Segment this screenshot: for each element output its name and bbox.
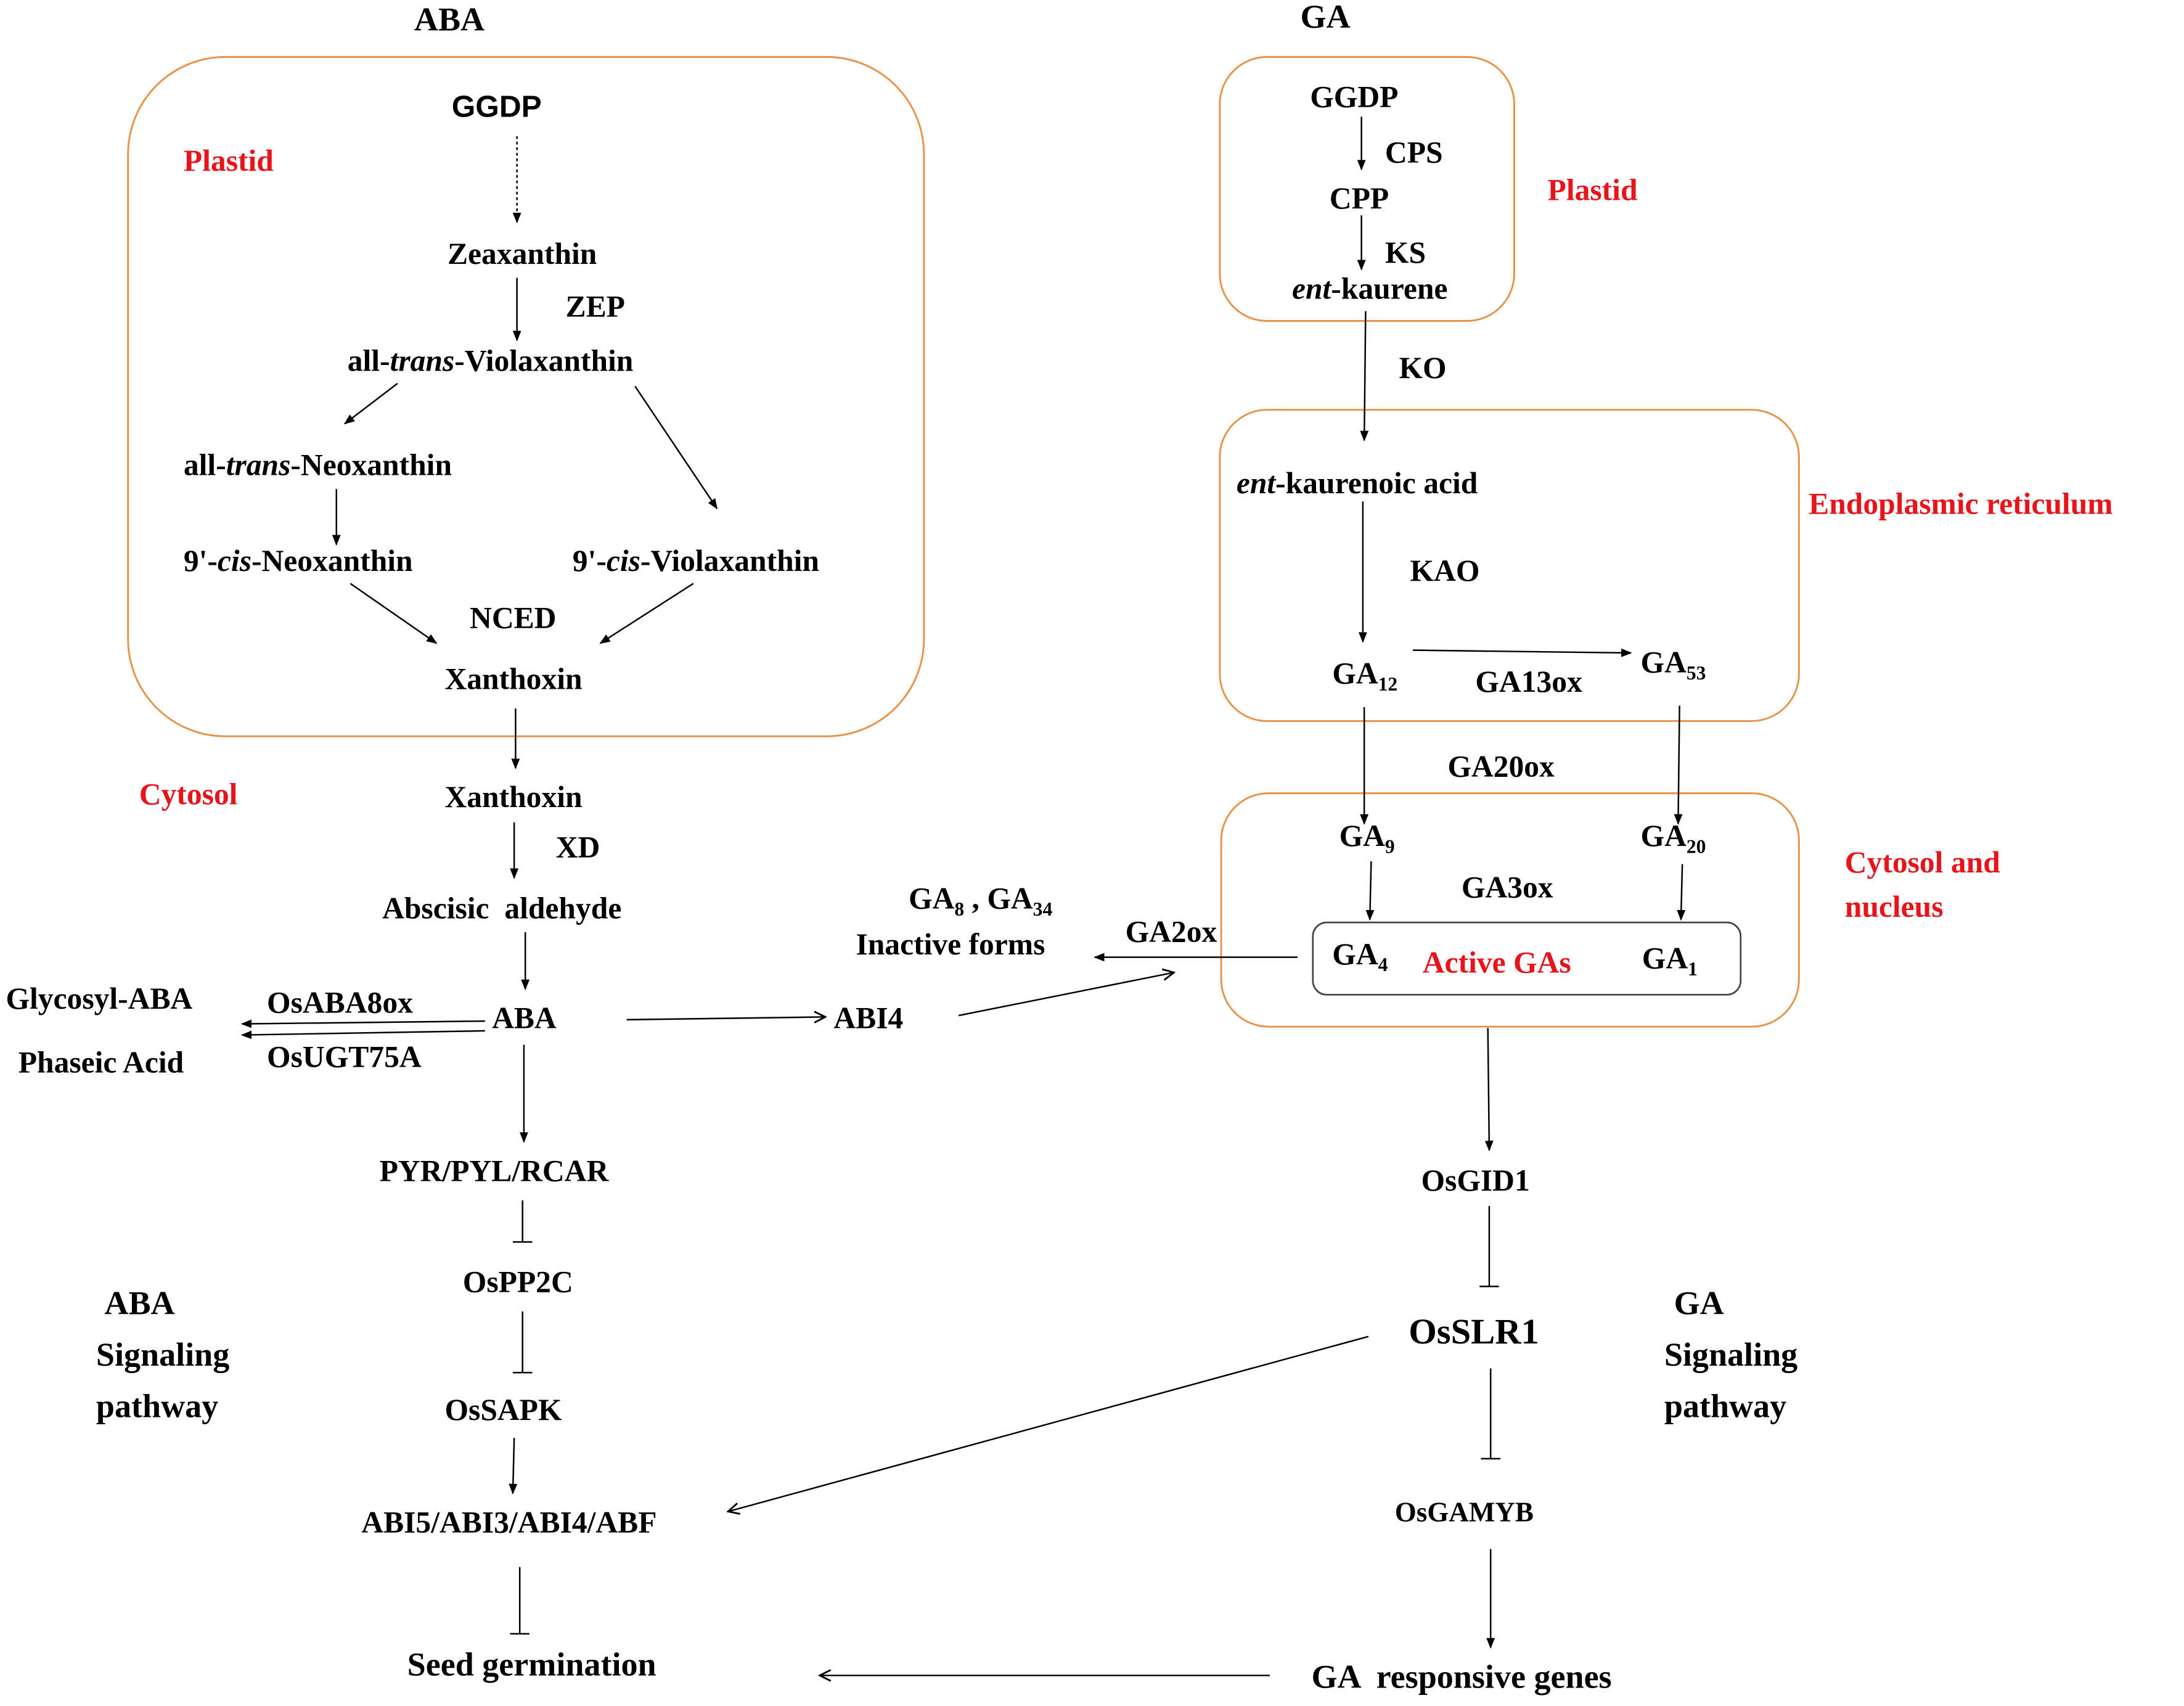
cpp: CPP	[1330, 181, 1389, 215]
ga20ox-enzyme: GA20ox	[1447, 750, 1555, 784]
aba-cytosol-label: Cytosol	[139, 777, 238, 811]
aba-compound: ABA	[492, 1001, 557, 1035]
zeaxanthin: Zeaxanthin	[448, 237, 597, 271]
ga-signaling-title-3: pathway	[1664, 1387, 1786, 1424]
arrow-ga9-ga4	[1365, 861, 1375, 921]
pyr-pyl-rcar: PYR/PYL/RCAR	[380, 1154, 610, 1187]
aba-ggdp: GGDP	[452, 89, 542, 123]
xd-enzyme: XD	[556, 830, 600, 864]
ga-signaling-title-2: Signaling	[1664, 1336, 1798, 1373]
active-gas-box	[1312, 921, 1742, 996]
ent-kaurene: ent-kaurene	[1292, 271, 1447, 305]
zep-enzyme: ZEP	[566, 290, 625, 324]
kao-enzyme: KAO	[1410, 554, 1479, 588]
ga20: GA20	[1641, 819, 1706, 857]
ga53: GA53	[1641, 646, 1706, 684]
active-gas-label: Active GAs	[1423, 945, 1571, 979]
arrow-ga20-ga1	[1677, 864, 1686, 921]
aba-signaling-title-1: ABA	[104, 1285, 174, 1322]
inactive-forms: Inactive forms	[856, 927, 1045, 961]
nced-enzyme: NCED	[470, 601, 556, 634]
9-cis-violaxanthin: 9'-cis-Violaxanthin	[573, 544, 819, 578]
aba-signaling-title-2: Signaling	[96, 1336, 229, 1373]
all-trans-violaxanthin: all-trans-Violaxanthin	[348, 344, 634, 378]
arrow-aba-glycosyl	[240, 1019, 485, 1028]
aba-plastid-label: Plastid	[184, 144, 274, 178]
ks-enzyme: KS	[1385, 236, 1426, 269]
arrow-kaurene-acid	[1360, 311, 1369, 442]
osgid1: OsGID1	[1421, 1163, 1530, 1197]
ga8-ga34: GA8 , GA34	[909, 882, 1052, 920]
arrow-active-gid1	[1484, 1028, 1494, 1152]
ga12: GA12	[1332, 657, 1397, 695]
ga13ox-enzyme: GA13ox	[1475, 665, 1582, 699]
glycosyl-aba: Glycosyl-ABA	[6, 982, 192, 1015]
ossapk: OsSAPK	[444, 1393, 562, 1427]
ko-enzyme: KO	[1399, 351, 1446, 385]
ga-cytosol-label-line2: nucleus	[1845, 890, 1944, 924]
arrow-sapk-abi5	[509, 1438, 518, 1495]
phaseic-acid: Phaseic Acid	[18, 1046, 184, 1080]
ga-responsive-genes: GA responsive genes	[1312, 1659, 1612, 1696]
arrow-aba-phaseic	[240, 1030, 485, 1040]
ga-cytosol-label-line1: Cytosol and	[1845, 845, 2000, 879]
ga-plastid-label: Plastid	[1548, 173, 1638, 207]
ga-er-box	[1219, 409, 1800, 722]
abscisic-aldehyde: Abscisic aldehyde	[382, 891, 621, 925]
arrow-slr1-abi5	[728, 1335, 1369, 1512]
ga2ox-enzyme: GA2ox	[1126, 915, 1217, 949]
ga4: GA4	[1332, 937, 1388, 975]
aba-header: ABA	[414, 1, 485, 38]
osslr1: OsSLR1	[1409, 1311, 1539, 1351]
ga-signaling-title-1: GA	[1674, 1285, 1724, 1322]
ospp2c: OsPP2C	[463, 1265, 573, 1299]
osaba8ox-enzyme: OsABA8ox	[267, 986, 413, 1020]
abi5-abi3-abi4-abf: ABI5/ABI3/ABI4/ABF	[361, 1505, 656, 1539]
aba-signaling-title-3: pathway	[96, 1387, 218, 1424]
xanthoxin-plastid: Xanthoxin	[444, 662, 582, 696]
ga-plastid-box	[1219, 55, 1515, 322]
osugt75a-enzyme: OsUGT75A	[267, 1040, 422, 1074]
arrow-ga53-ga20	[1674, 705, 1683, 825]
ent-kaurenoic-acid: ent-kaurenoic acid	[1237, 466, 1478, 500]
arrow-aba-abi4	[626, 1017, 825, 1020]
arrow-ga12-ga53	[1412, 648, 1632, 657]
ga-header: GA	[1300, 0, 1350, 35]
9-cis-neoxanthin: 9'-cis-Neoxanthin	[184, 544, 413, 578]
aba-plastid-box	[127, 55, 925, 737]
ga1: GA1	[1642, 941, 1698, 980]
arrow-cis-violaxanthin-xanthoxin	[599, 583, 694, 644]
ga3ox-enzyme: GA3ox	[1462, 871, 1553, 904]
ga9: GA9	[1339, 819, 1395, 857]
cps-enzyme: CPS	[1385, 136, 1443, 170]
all-trans-neoxanthin: all-trans-Neoxanthin	[184, 448, 452, 482]
xanthoxin-cytosol: Xanthoxin	[444, 780, 582, 814]
ga-er-label: Endoplasmic reticulum	[1809, 487, 2112, 521]
arrow-violaxanthin-cis-violaxanthin	[634, 385, 718, 510]
arrow-violaxanthin-neoxanthin	[343, 382, 398, 425]
seed-germination: Seed germination	[407, 1646, 656, 1683]
abi4: ABI4	[833, 1001, 903, 1035]
osgamyb: OsGAMYB	[1395, 1496, 1534, 1527]
arrow-cis-neoxanthin-xanthoxin	[350, 583, 438, 644]
arrow-abi4-ga2ox	[958, 972, 1174, 1017]
ga-ggdp: GGDP	[1310, 80, 1398, 114]
ga-cytosol-box	[1220, 792, 1800, 1028]
